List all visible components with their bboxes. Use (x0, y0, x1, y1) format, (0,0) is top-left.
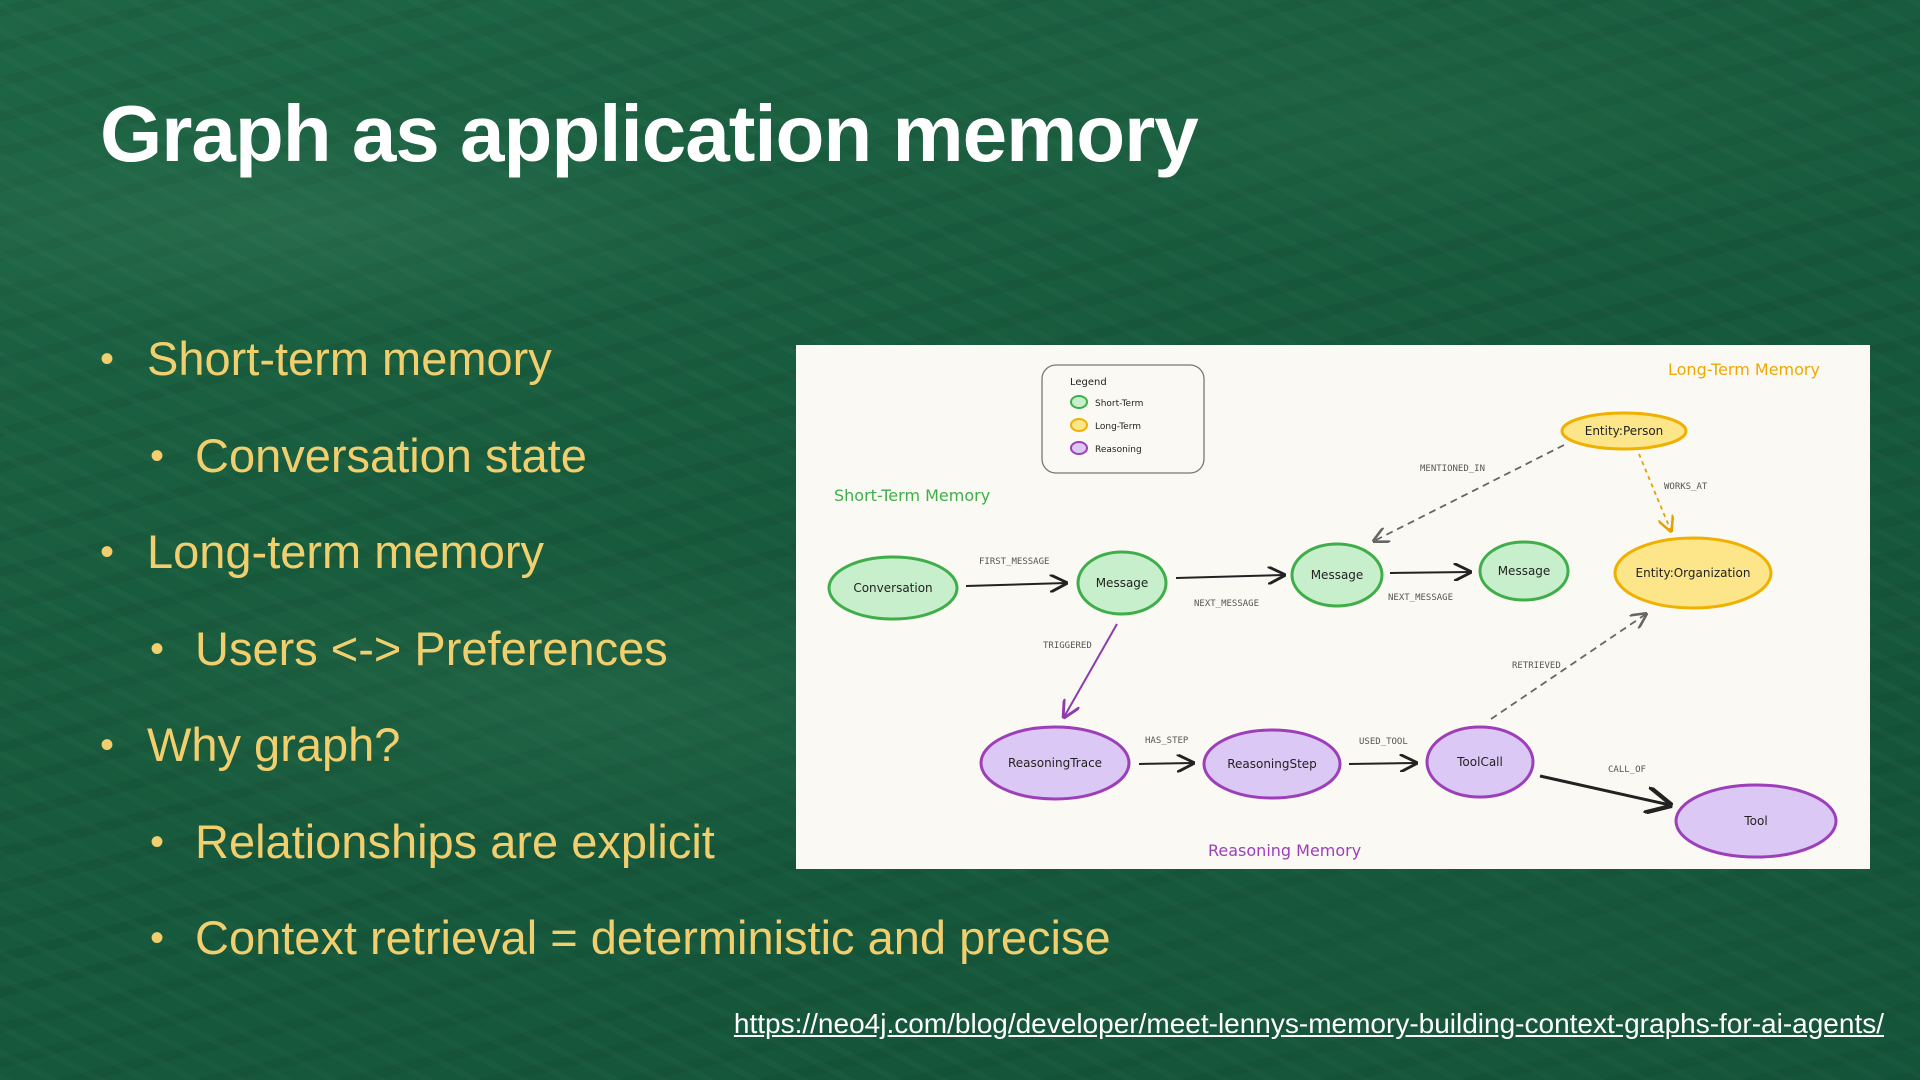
node-label-message-3: Message (1498, 564, 1551, 578)
sub-bullet-item: Conversation state (100, 431, 1111, 480)
source-link[interactable]: https://neo4j.com/blog/developer/meet-le… (733, 1008, 1884, 1039)
node-entity-person (1560, 411, 1688, 451)
nodes: Conversation Message Message Message Ent… (827, 411, 1838, 859)
node-entity-organization (1613, 536, 1773, 610)
edge-label-mentioned-in: MENTIONED_IN (1420, 464, 1485, 474)
edge-label-works-at: WORKS_AT (1664, 482, 1708, 492)
edge-used-tool (1348, 763, 1416, 764)
edge-next-message-1 (1175, 575, 1284, 578)
bullet-item: Short-term memory (100, 335, 1111, 384)
region-title-long-term: Long-Term Memory (1668, 360, 1820, 379)
legend-label-short-term: Short-Term (1095, 399, 1143, 409)
legend-label-long-term: Long-Term (1095, 422, 1141, 432)
sub-bullet-item: Context retrieval = deterministic and pr… (100, 914, 1111, 963)
edge-call-of (1539, 774, 1670, 805)
edge-label-call-of: CALL_OF (1608, 765, 1646, 775)
node-label-tool: Tool (1743, 814, 1767, 828)
node-reasoning-trace (979, 725, 1131, 801)
sub-bullet-item: Relationships are explicit (100, 817, 1111, 866)
node-tool (1674, 783, 1838, 859)
edge-label-next-message-1: NEXT_MESSAGE (1194, 599, 1259, 609)
node-reasoning-step (1202, 728, 1342, 800)
region-title-short-term: Short-Term Memory (834, 486, 990, 505)
node-conversation (827, 555, 959, 621)
node-tool-call (1425, 725, 1535, 799)
node-label-entity-organization: Entity:Organization (1636, 566, 1751, 580)
legend-swatch-reasoning (1070, 441, 1088, 455)
edge-triggered (1064, 623, 1118, 717)
legend: Legend Short-Term Long-Term Reasoning (1041, 364, 1205, 474)
edge-first-message (965, 583, 1066, 586)
node-label-entity-person: Entity:Person (1585, 424, 1664, 438)
bullet-list: Short-term memory Conversation state Lon… (100, 335, 1111, 1011)
legend-label-reasoning: Reasoning (1095, 445, 1142, 455)
edge-label-first-message: FIRST_MESSAGE (979, 557, 1049, 567)
edge-next-message-2 (1389, 572, 1470, 573)
memory-graph-diagram: Legend Short-Term Long-Term Reasoning Sh… (796, 345, 1870, 869)
node-label-message-2: Message (1311, 568, 1364, 582)
node-message-1 (1076, 550, 1168, 616)
legend-box (1041, 364, 1205, 474)
edge-label-used-tool: USED_TOOL (1359, 737, 1408, 747)
node-label-reasoning-step: ReasoningStep (1227, 757, 1317, 771)
node-message-2 (1290, 542, 1384, 608)
region-title-reasoning: Reasoning Memory (1208, 841, 1361, 860)
edge-works-at (1638, 453, 1671, 531)
edge-label-has-step: HAS_STEP (1145, 736, 1189, 746)
edges: FIRST_MESSAGE NEXT_MESSAGE NEXT_MESSAGE … (965, 444, 1708, 805)
edge-label-triggered: TRIGGERED (1043, 641, 1092, 651)
bullet-item: Long-term memory (100, 528, 1111, 577)
edge-label-next-message-2: NEXT_MESSAGE (1388, 593, 1453, 603)
node-label-conversation: Conversation (853, 581, 932, 595)
edge-retrieved (1490, 614, 1646, 720)
legend-swatch-long-term (1070, 418, 1088, 432)
edge-label-retrieved: RETRIEVED (1512, 661, 1561, 671)
node-label-tool-call: ToolCall (1456, 755, 1503, 769)
node-label-message-1: Message (1096, 576, 1149, 590)
diagram-canvas: Legend Short-Term Long-Term Reasoning Sh… (827, 360, 1838, 860)
slide-title: Graph as application memory (100, 89, 1199, 178)
edge-mentioned-in (1374, 444, 1565, 541)
node-label-reasoning-trace: ReasoningTrace (1008, 756, 1102, 770)
edge-has-step (1138, 763, 1193, 764)
legend-swatch-short-term (1070, 395, 1088, 409)
bullet-item: Why graph? (100, 721, 1111, 770)
sub-bullet-item: Users <-> Preferences (100, 624, 1111, 673)
node-message-3 (1478, 540, 1570, 602)
legend-title: Legend (1070, 377, 1107, 388)
